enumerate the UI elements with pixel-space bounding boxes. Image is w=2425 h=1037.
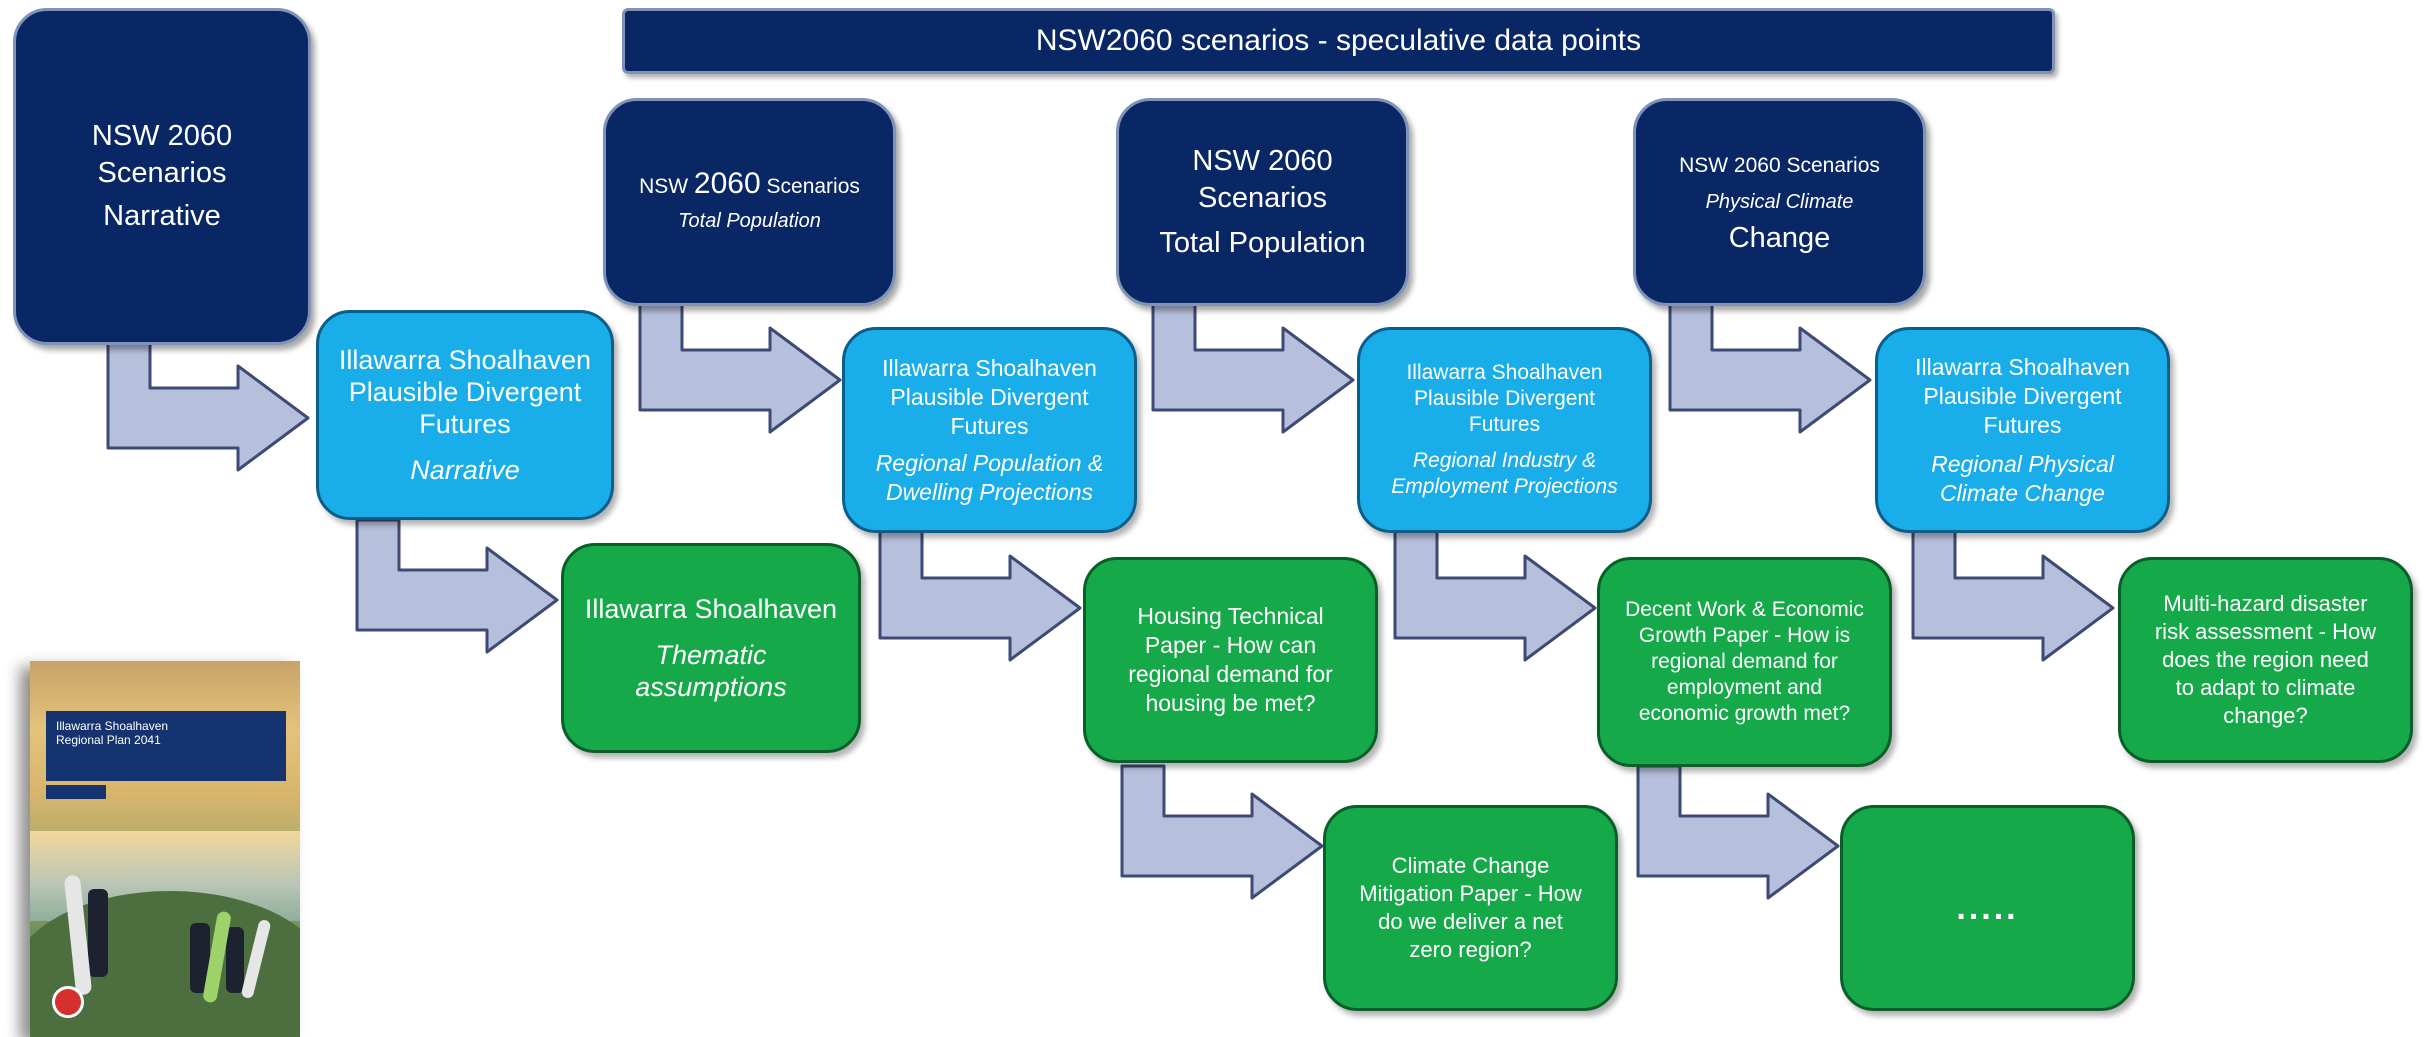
box-line: Regional Physical [1931,450,2114,477]
box-line: regional demand for [1651,650,1838,673]
box-line: Thematic [655,640,767,670]
box-line: Paper - How can [1144,632,1317,658]
elbow-arrow-icon [106,336,310,472]
regional-plan-cover-image: Illawarra Shoalhaven Regional Plan 2041 [30,661,300,1037]
nsw-logo-icon [52,986,84,1018]
box-line: to adapt to climate [2175,675,2356,700]
plausible-futures-employment-box: Illawarra Shoalhaven Plausible Divergent… [1357,327,1652,533]
box-line: employment and [1666,676,1823,699]
box-line: Growth Paper - How is [1638,624,1851,647]
box-line: Narrative [103,200,221,232]
box-line: risk assessment - How [2154,619,2377,644]
climate-mitigation-paper-box: Climate Change Mitigation Paper - How do… [1323,805,1618,1011]
cover-person [88,889,108,977]
elbow-arrow-icon [355,518,559,654]
nsw2060-physical-climate-box: NSW 2060 Scenarios Physical Climate Chan… [1633,98,1926,306]
banner-title: NSW2060 scenarios - speculative data poi… [622,8,2055,74]
nsw2060-narrative-box: NSW 2060 Scenarios Narrative [13,8,311,345]
plausible-futures-population-box: Illawarra Shoalhaven Plausible Divergent… [842,327,1137,533]
box-line: ..... [1956,889,2019,927]
box-line: Plausible Divergent [348,377,582,407]
box-line: Mitigation Paper - How [1359,881,1582,906]
box-line: Illawarra Shoalhaven [1915,353,2130,380]
box-line: Narrative [410,455,520,485]
box-line: economic growth met? [1638,702,1851,725]
box-line: Plausible Divergent [890,383,1089,410]
box-line: Futures [419,409,511,439]
elbow-arrow-icon [1120,764,1324,900]
box-line: do we deliver a net [1378,909,1563,934]
box-text: 2060 [693,166,761,200]
box-line: NSW 2060 [91,120,233,152]
elbow-arrow-icon [1151,298,1355,434]
box-line: Illawarra Shoalhaven [1406,361,1603,384]
plausible-futures-narrative-box: Illawarra Shoalhaven Plausible Divergent… [316,310,614,520]
box-line: Scenarios [1198,181,1327,214]
decent-work-paper-box: Decent Work & Economic Growth Paper - Ho… [1597,557,1892,767]
box-line: Regional Industry & [1412,449,1597,472]
elbow-arrow-icon [1393,526,1597,662]
elbow-arrow-icon [638,298,842,434]
box-text: NSW [639,174,694,198]
cover-date-tag [46,785,106,799]
box-line: housing be met? [1145,690,1316,716]
box-line: Futures [1468,413,1541,436]
box-line: assumptions [635,672,787,702]
thematic-assumptions-box: Illawarra Shoalhaven Thematic assumption… [561,543,861,753]
box-line: Scenarios [97,157,227,189]
box-line: NSW 2060 Scenarios [639,167,860,204]
more-items-box: ..... [1840,805,2135,1011]
box-line: Illawarra Shoalhaven [882,354,1097,381]
box-line: Futures [950,412,1029,439]
box-line: Regional Population & [875,449,1104,476]
elbow-arrow-icon [1911,526,2115,662]
box-line: Futures [1983,411,2062,438]
elbow-arrow-icon [1636,764,1840,900]
cover-title-line: Regional Plan 2041 [56,733,161,747]
box-line: regional demand for [1128,661,1333,687]
box-line: Climate Change [1391,853,1550,878]
box-line: Climate Change [1940,479,2105,506]
box-line: Total Population [678,209,821,232]
box-line: does the region need [2162,647,2369,672]
box-line: Decent Work & Economic [1625,598,1864,621]
plausible-futures-climate-box: Illawarra Shoalhaven Plausible Divergent… [1875,327,2170,533]
box-line: Multi-hazard disaster [2163,591,2368,616]
box-line: Illawarra Shoalhaven [338,345,592,375]
box-line: Total Population [1159,226,1366,259]
nsw2060-total-population-box-2: NSW 2060 Scenarios Total Population [1116,98,1409,306]
box-line: Dwelling Projections [885,478,1094,505]
elbow-arrow-icon [1668,298,1872,434]
nsw2060-total-population-box-1: NSW 2060 Scenarios Total Population [603,98,896,306]
box-line: Employment Projections [1391,475,1618,498]
box-line: Change [1728,222,1831,254]
housing-paper-box: Housing Technical Paper - How can region… [1083,557,1378,763]
cover-title-band: Illawarra Shoalhaven Regional Plan 2041 [46,711,286,781]
elbow-arrow-icon [878,526,1082,662]
box-line: NSW 2060 Scenarios [1679,154,1880,177]
cover-title-line: Illawarra Shoalhaven [56,719,169,733]
box-line: Plausible Divergent [1414,387,1595,410]
box-text: Scenarios [760,174,860,198]
box-line: Plausible Divergent [1923,382,2122,409]
box-line: Illawarra Shoalhaven [584,594,838,624]
box-line: zero region? [1409,937,1532,962]
cover-person [226,927,244,993]
cover-person [190,923,210,993]
box-line: NSW 2060 [1192,144,1333,177]
box-line: Housing Technical [1137,603,1324,629]
box-line: Physical Climate [1705,191,1854,213]
box-line: change? [2223,703,2308,728]
multi-hazard-box: Multi-hazard disaster risk assessment - … [2118,557,2413,763]
